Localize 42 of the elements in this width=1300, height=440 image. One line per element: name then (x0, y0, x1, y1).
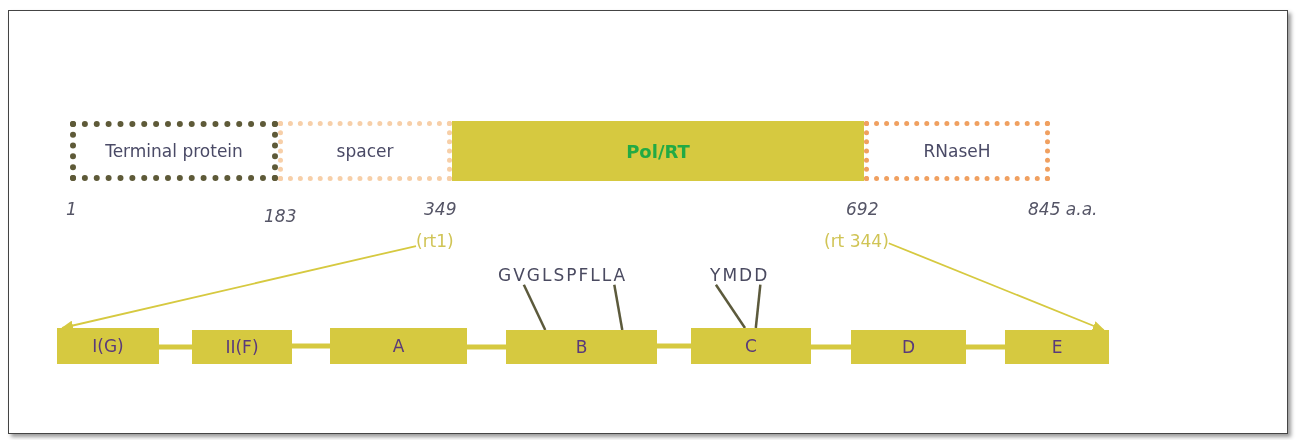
position-number: 692 (846, 200, 879, 219)
motif-box (506, 330, 657, 364)
linker-line (467, 344, 506, 350)
domain-label: Pol/RT (626, 140, 690, 162)
linker-line (811, 344, 851, 350)
arrow (61, 245, 417, 331)
residue-label: (rt1) (416, 232, 454, 251)
position-number: 1 (66, 200, 77, 219)
residue-label: (rt 344) (824, 232, 889, 251)
motif-box (691, 328, 811, 364)
domain-label: Terminal protein (105, 141, 243, 161)
domain-label: A (392, 336, 405, 356)
arrow (887, 242, 1105, 331)
position-number: 349 (424, 200, 457, 219)
domain-box (70, 121, 278, 181)
domain-box (864, 121, 1050, 181)
domain-label: RNaseH (923, 141, 991, 161)
position-number: 183 (264, 207, 297, 226)
sequence-label: GVGLSPFLLA (498, 266, 628, 285)
motif-box (330, 328, 467, 364)
domain-label: B (575, 337, 588, 357)
domain-label: I(G) (92, 336, 124, 356)
leader-line (613, 284, 624, 331)
leader-line (754, 284, 762, 329)
motif-box (1005, 330, 1109, 364)
domain-label: D (901, 337, 916, 357)
position-number: 845 a.a. (1028, 200, 1098, 219)
domain-box (452, 121, 864, 181)
domain-label: spacer (336, 141, 394, 161)
domain-label: C (745, 336, 757, 356)
motif-box (851, 330, 966, 364)
motif-box (192, 330, 292, 364)
sequence-label: YMDD (710, 266, 770, 285)
linker-line (966, 344, 1005, 350)
linker-line (657, 343, 691, 349)
linker-line (292, 343, 330, 349)
motif-box (57, 328, 159, 364)
domain-label: II(F) (225, 337, 259, 357)
linker-line (159, 344, 192, 350)
domain-label: E (1051, 337, 1063, 357)
leader-line (714, 284, 747, 329)
leader-line (522, 284, 547, 331)
